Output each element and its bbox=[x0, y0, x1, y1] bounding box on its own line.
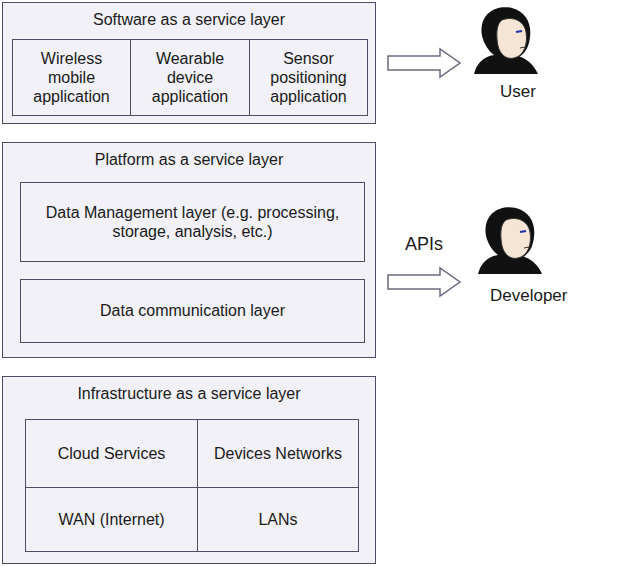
component-label: Wireless mobile application bbox=[19, 49, 124, 107]
component-label: Sensor positioning application bbox=[256, 49, 361, 107]
component-label: Wearable device application bbox=[137, 49, 243, 107]
component-label: Cloud Services bbox=[58, 444, 166, 463]
component-box: Devices Networks bbox=[197, 419, 359, 488]
component-box: Data communication layer bbox=[20, 279, 365, 343]
layer-box: Software as a service layerWireless mobi… bbox=[2, 2, 376, 124]
component-label: Data Management layer (e.g. processing, … bbox=[27, 203, 358, 241]
component-label: LANs bbox=[258, 510, 297, 529]
edge-label: APIs bbox=[405, 234, 443, 255]
actor-label: Developer bbox=[490, 286, 568, 306]
layer-heading: Infrastructure as a service layer bbox=[3, 384, 375, 403]
component-label: Data communication layer bbox=[100, 301, 285, 320]
layer-box: Infrastructure as a service layerCloud S… bbox=[2, 376, 376, 564]
block-arrow bbox=[388, 49, 460, 77]
layer-box: Platform as a service layerData Manageme… bbox=[2, 142, 376, 358]
actor-node: User bbox=[462, 2, 572, 102]
developer-icon bbox=[478, 207, 542, 274]
component-box: LANs bbox=[197, 487, 359, 552]
actor-node: Developer bbox=[462, 200, 620, 306]
component-label: Devices Networks bbox=[214, 444, 342, 463]
actor-label: User bbox=[500, 82, 536, 102]
component-box: Cloud Services bbox=[25, 419, 198, 488]
component-box: WAN (Internet) bbox=[25, 487, 198, 552]
layer-heading: Software as a service layer bbox=[3, 10, 375, 29]
component-box: Wireless mobile application bbox=[12, 39, 131, 116]
block-arrow bbox=[388, 268, 460, 296]
component-box: Data Management layer (e.g. processing, … bbox=[20, 182, 365, 262]
user-icon bbox=[474, 7, 538, 74]
component-label: WAN (Internet) bbox=[58, 510, 164, 529]
component-box: Wearable device application bbox=[130, 39, 250, 116]
layer-heading: Platform as a service layer bbox=[3, 150, 375, 169]
component-box: Sensor positioning application bbox=[249, 39, 368, 116]
